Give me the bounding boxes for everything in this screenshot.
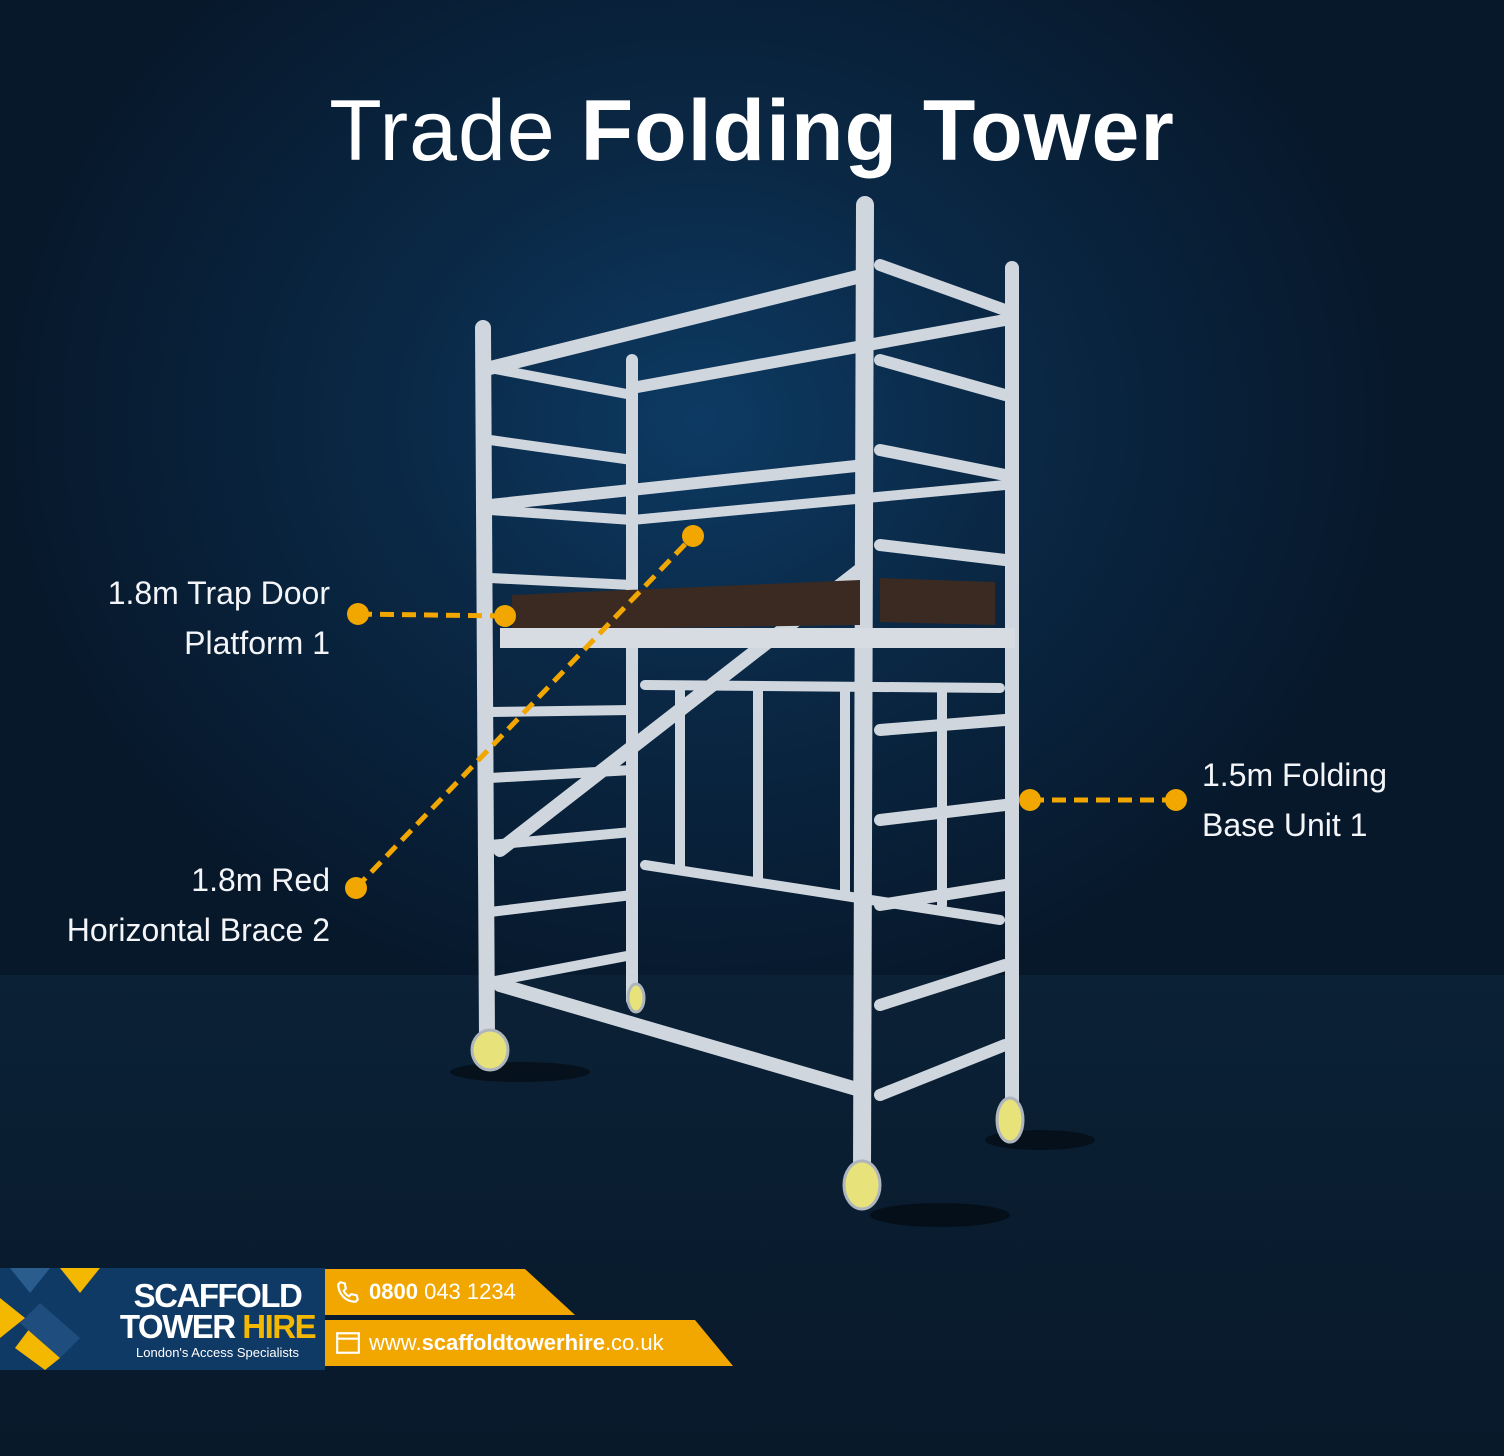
browser-icon [336,1332,360,1354]
logo-line1: SCAFFOLD [133,1277,303,1314]
web-prefix: www. [369,1330,422,1355]
website-strip[interactable]: www.scaffoldtowerhire.co.uk [325,1320,733,1366]
logo-hire: HIRE [242,1308,316,1345]
callout-line: Horizontal Brace 2 [66,912,330,948]
phone-strip[interactable]: 0800 043 1234 [325,1269,575,1315]
callout-line: Platform 1 [184,625,330,661]
callout-horizontal-brace: 1.8m Red Horizontal Brace 2 [20,855,330,955]
logo-tagline: London's Access Specialists [136,1345,299,1360]
callout-line: 1.5m Folding [1202,757,1387,793]
phone-number: 043 1234 [424,1279,516,1304]
callout-line: Base Unit 1 [1202,807,1368,843]
company-logo: SCAFFOLD TOWER HIRE London's Access Spec… [0,1268,325,1370]
callout-dot [347,603,369,625]
web-domain: scaffoldtowerhire [421,1330,605,1355]
logo-tower: TOWER [119,1308,236,1345]
callout-folding-base-unit: 1.5m Folding Base Unit 1 [1202,750,1482,850]
phone-prefix: 0800 [369,1279,418,1304]
callout-line: 1.8m Trap Door [107,575,330,611]
web-suffix: .co.uk [604,1330,664,1355]
page-title: Trade Folding Tower [0,82,1504,181]
title-bold: Folding Tower [580,83,1175,179]
logo-pattern-icon [0,1268,100,1370]
callout-line: 1.8m Red [191,862,330,898]
logo-line2: TOWER HIRE [115,1308,320,1345]
title-light: Trade [329,83,556,179]
brand-banner: SCAFFOLD TOWER HIRE London's Access Spec… [0,1268,740,1370]
phone-icon [337,1281,359,1303]
callout-trap-door-platform: 1.8m Trap Door Platform 1 [40,568,330,668]
